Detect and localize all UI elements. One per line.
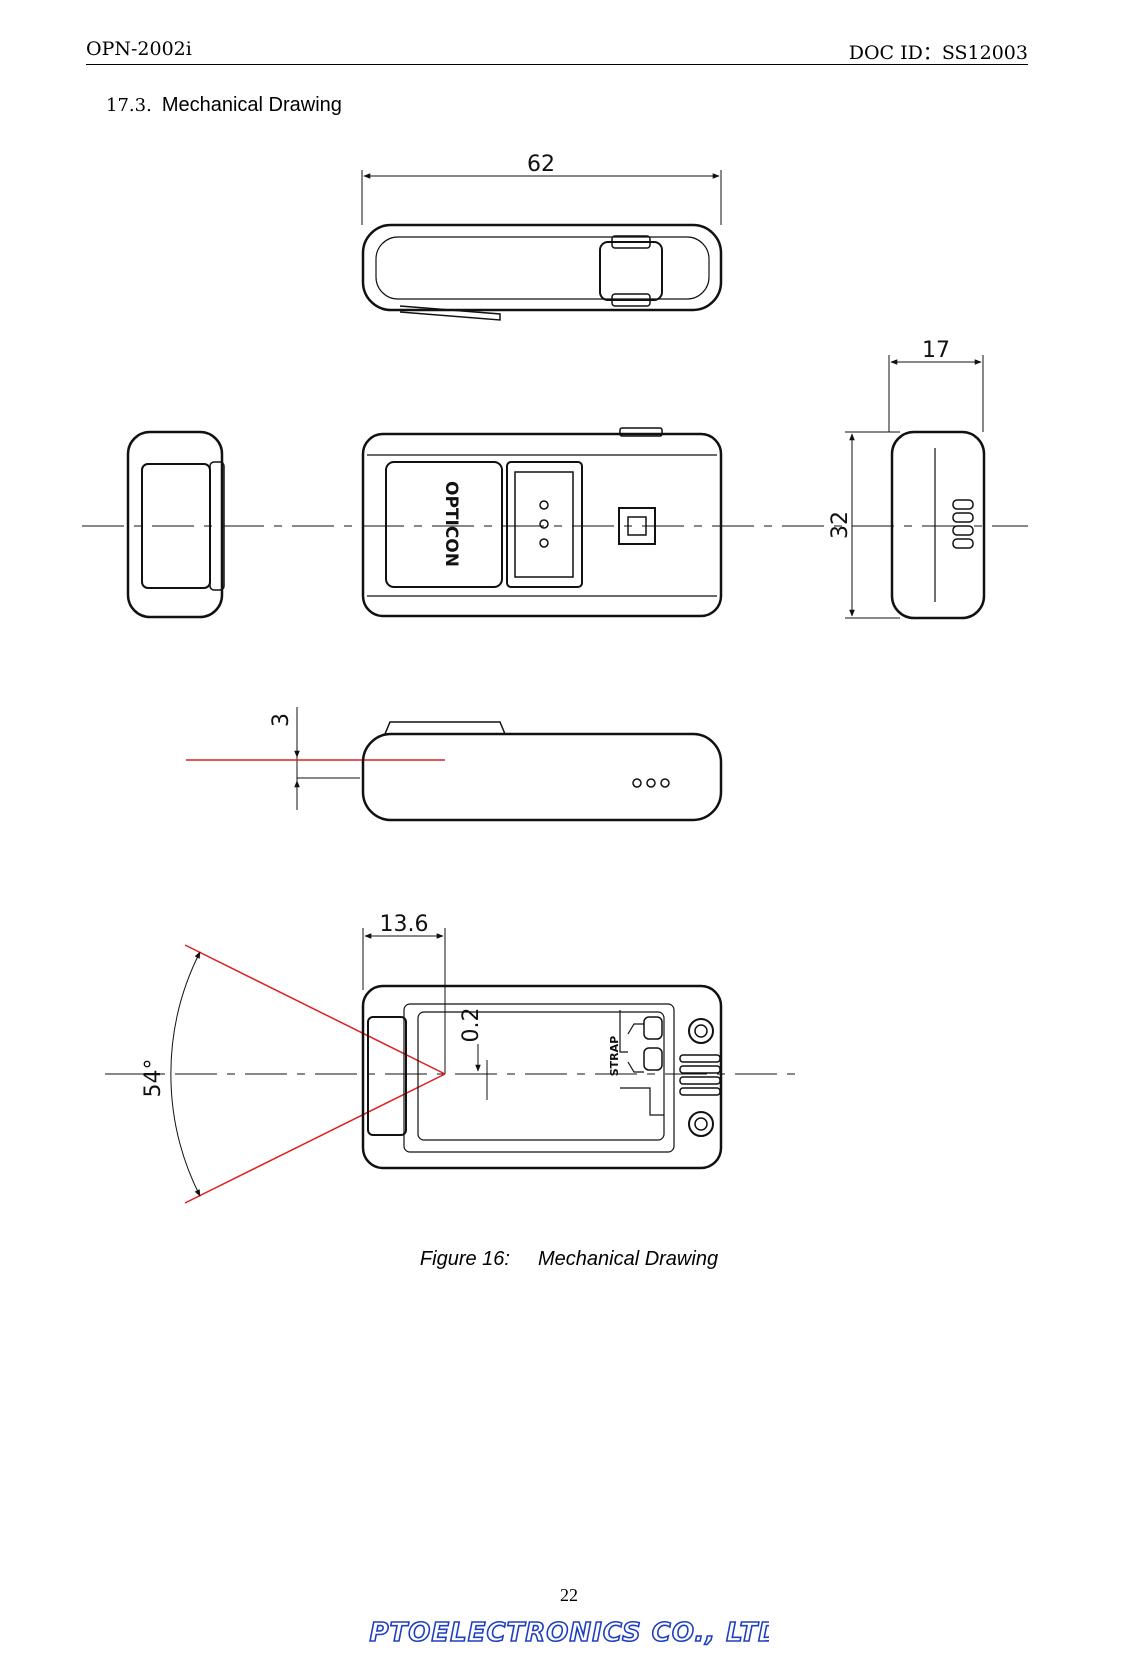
scan-beam-lower (184, 1073, 446, 1204)
dim-label-front-to-window: 13.6 (380, 912, 429, 937)
figure-title: Mechanical Drawing (537, 1248, 719, 1270)
section-number: 17.3. (106, 95, 152, 116)
header-doc-id: DOC ID：SS12003 (848, 42, 1028, 64)
dim-label-window-offset: 0.2 (459, 1008, 484, 1043)
dim-label-length: 62 (527, 152, 555, 177)
section-heading: 17.3. Mechanical Drawing (106, 94, 342, 117)
header-rule (86, 64, 1028, 65)
company-logo: OPTOELECTRONICS CO., LTD. (0, 1611, 1138, 1656)
section-title: Mechanical Drawing (161, 94, 342, 116)
top-view: 62 (361, 152, 723, 321)
scan-angle-arc (170, 951, 201, 1197)
left-end-view (126, 430, 225, 619)
right-end-view: 17 32 (828, 338, 986, 620)
header-doc-name: OPN-2002i (86, 38, 192, 60)
front-view: OPTICON (361, 427, 723, 618)
page-number: 22 (560, 1585, 578, 1605)
mechanical-drawing: 62 OPTICON 17 32 (82, 152, 1028, 1204)
svg-text:OPTOELECTRONICS CO., LTD.: OPTOELECTRONICS CO., LTD. (369, 1618, 769, 1648)
rear-view: 13.6 0.2 54° STRAP (105, 912, 805, 1204)
figure-caption: Figure 16: Mechanical Drawing (0, 1248, 1138, 1271)
figure-number: Figure 16: (419, 1248, 510, 1270)
dim-label-offset: 3 (269, 713, 294, 727)
bottom-view: 3 (186, 707, 723, 822)
scan-beam-upper (184, 944, 446, 1075)
brand-label: OPTICON (441, 481, 461, 567)
dim-label-depth: 17 (922, 338, 950, 363)
dim-label-height: 32 (828, 511, 853, 539)
strap-label: STRAP (608, 1036, 621, 1076)
dim-label-scan-angle: 54° (141, 1059, 166, 1098)
